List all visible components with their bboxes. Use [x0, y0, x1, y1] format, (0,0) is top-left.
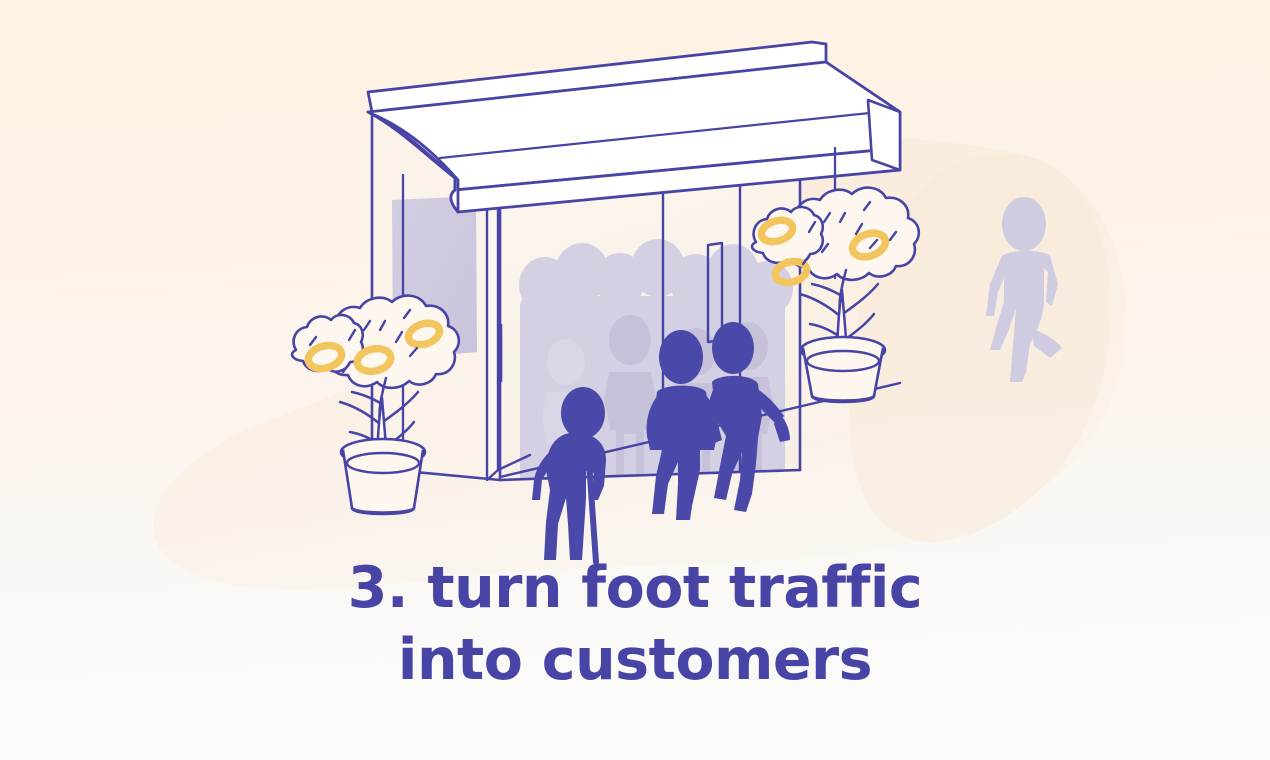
figure-hands-on-hips [646, 330, 718, 520]
figure-walking-in [707, 322, 790, 512]
potted-tree-left [290, 294, 461, 516]
passerby-figure [986, 197, 1062, 382]
tree-fruit-group-right [757, 216, 890, 287]
tree-pot-right [799, 335, 887, 404]
shop-awning [366, 40, 902, 214]
tree-fruit-group-left [304, 319, 444, 376]
figure-elderly-with-cane [532, 387, 606, 565]
tree-pot-left [339, 437, 427, 516]
potted-tree-right [750, 186, 921, 404]
walking-cane-icon [586, 459, 599, 565]
